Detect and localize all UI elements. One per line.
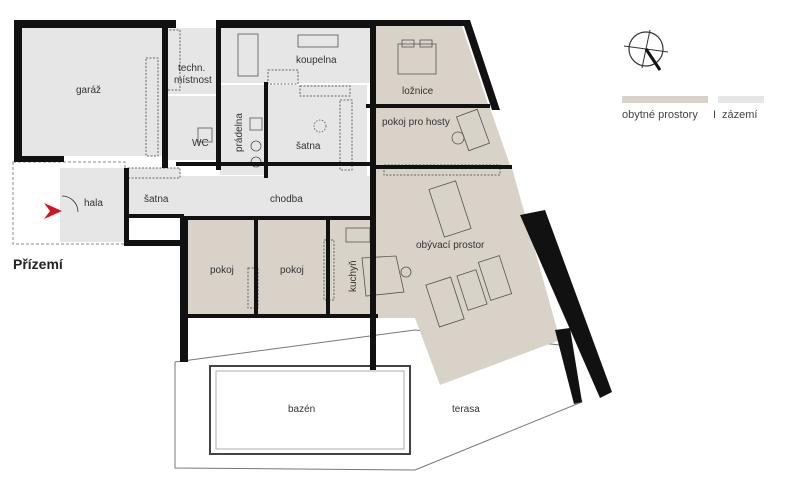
label-room-1: pokoj <box>210 265 234 276</box>
label-hall: hala <box>84 198 103 209</box>
label-room-2: pokoj <box>280 265 304 276</box>
label-wc: WC <box>192 138 209 149</box>
label-bedroom: ložnice <box>402 86 434 97</box>
legend: obytné prostory I zázemí <box>620 96 770 126</box>
floor-title: Přízemí <box>13 256 63 272</box>
label-pool: bazén <box>288 404 315 415</box>
legend-separator: I <box>713 109 717 121</box>
label-laundry: prádelna <box>234 113 245 152</box>
label-kitchen: kuchyň <box>348 260 359 292</box>
label-guest-room: pokoj pro hosty <box>382 117 450 128</box>
entrance-arrow-icon <box>44 203 62 219</box>
north-arrow-icon <box>623 29 669 71</box>
label-corridor: chodba <box>270 194 303 205</box>
walls <box>14 20 612 404</box>
label-tech-room-1: techn. <box>178 63 205 74</box>
label-closet-upper: šatna <box>296 141 321 152</box>
room-labels: garáž techn. místnost koupelna ložnice p… <box>76 55 485 415</box>
label-garage: garáž <box>76 85 101 96</box>
label-tech-room-2: místnost <box>174 75 212 86</box>
label-bathroom: koupelna <box>296 55 337 66</box>
label-closet-lower: šatna <box>144 194 169 205</box>
legend-swatch-service <box>718 96 764 103</box>
legend-label-living: obytné prostory <box>622 109 698 121</box>
pool <box>209 365 411 455</box>
legend-label-service: zázemí <box>722 109 758 121</box>
label-living: obývací prostor <box>416 240 485 251</box>
label-terrace: terasa <box>452 404 480 415</box>
living-areas <box>185 26 560 385</box>
legend-swatch-living <box>622 96 708 103</box>
